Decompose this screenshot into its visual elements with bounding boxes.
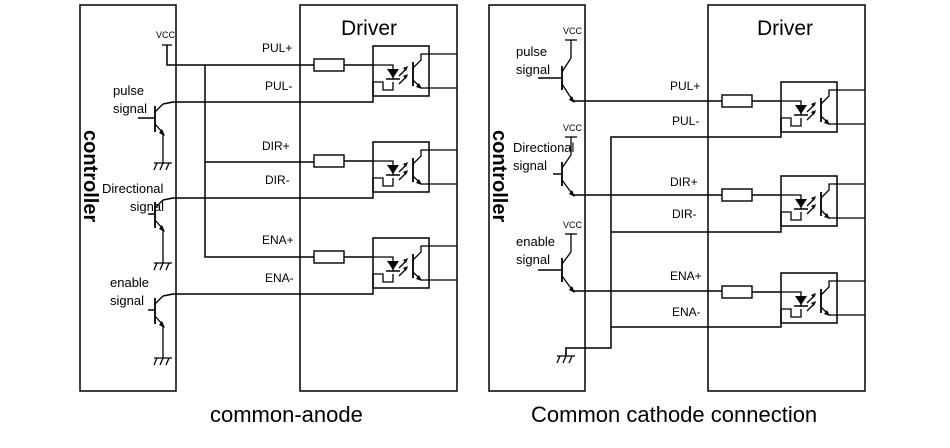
dir-signal-label-2: signal xyxy=(513,158,547,173)
dir-signal-label-2: signal xyxy=(130,199,164,214)
pin-ena-plus: ENA+ xyxy=(262,233,294,247)
pin-pul-plus: PUL+ xyxy=(262,41,292,55)
resistor-dir xyxy=(313,154,345,168)
transistor-direction xyxy=(148,199,173,271)
driver-box xyxy=(707,4,866,392)
controller-label: controller xyxy=(488,130,510,222)
resistor-pul xyxy=(721,94,753,108)
ena-signal-label-2: signal xyxy=(110,293,144,308)
pin-pul-plus: PUL+ xyxy=(670,79,700,93)
resistor-dir xyxy=(721,188,753,202)
optocoupler-ena xyxy=(780,272,838,324)
ena-signal-label-2: signal xyxy=(516,252,550,267)
pin-dir-plus: DIR+ xyxy=(262,139,290,153)
pulse-signal-label-1: pulse xyxy=(516,44,547,59)
resistor-ena xyxy=(313,250,345,264)
common-anode-diagram: controller Driver VCC xyxy=(79,4,458,427)
transistor-direction xyxy=(553,137,575,197)
caption-common-anode: common-anode xyxy=(210,402,363,427)
controller-box xyxy=(488,4,586,392)
pulse-signal-label-1: pulse xyxy=(113,83,144,98)
optocoupler-ena xyxy=(372,237,430,289)
common-cathode-diagram: controller Driver VCC VCC VCC xyxy=(488,4,866,427)
transistor-pulse xyxy=(138,103,173,171)
pin-dir-minus: DIR- xyxy=(265,173,290,187)
optocoupler-pul xyxy=(372,45,430,97)
vcc-label: VCC xyxy=(156,30,176,40)
pin-pul-minus: PUL- xyxy=(672,114,699,128)
optocoupler-dir xyxy=(780,175,838,227)
transistor-enable xyxy=(148,295,173,366)
pin-dir-plus: DIR+ xyxy=(670,175,698,189)
transistor-pulse xyxy=(538,40,575,103)
dir-signal-label-1: Directional xyxy=(102,181,164,196)
caption-common-cathode: Common cathode connection xyxy=(531,402,817,427)
ena-signal-label-1: enable xyxy=(110,275,149,290)
vcc-label: VCC xyxy=(563,220,583,230)
pin-ena-plus: ENA+ xyxy=(670,269,702,283)
pulse-signal-label-2: signal xyxy=(113,101,147,116)
resistor-ena xyxy=(721,285,753,299)
controller-label: controller xyxy=(79,130,101,222)
optocoupler-dir xyxy=(372,141,430,193)
vcc-label: VCC xyxy=(563,123,583,133)
pin-dir-minus: DIR- xyxy=(672,207,697,221)
driver-title: Driver xyxy=(757,17,813,40)
resistor-pul xyxy=(313,58,345,72)
driver-title: Driver xyxy=(341,17,397,40)
pin-ena-minus: ENA- xyxy=(672,305,701,319)
pin-ena-minus: ENA- xyxy=(265,271,294,285)
pin-pul-minus: PUL- xyxy=(265,79,292,93)
dir-signal-label-1: Directional xyxy=(513,140,575,155)
optocoupler-pul xyxy=(780,81,838,133)
ena-signal-label-1: enable xyxy=(516,234,555,249)
vcc-label: VCC xyxy=(563,26,583,36)
pulse-signal-label-2: signal xyxy=(516,62,550,77)
